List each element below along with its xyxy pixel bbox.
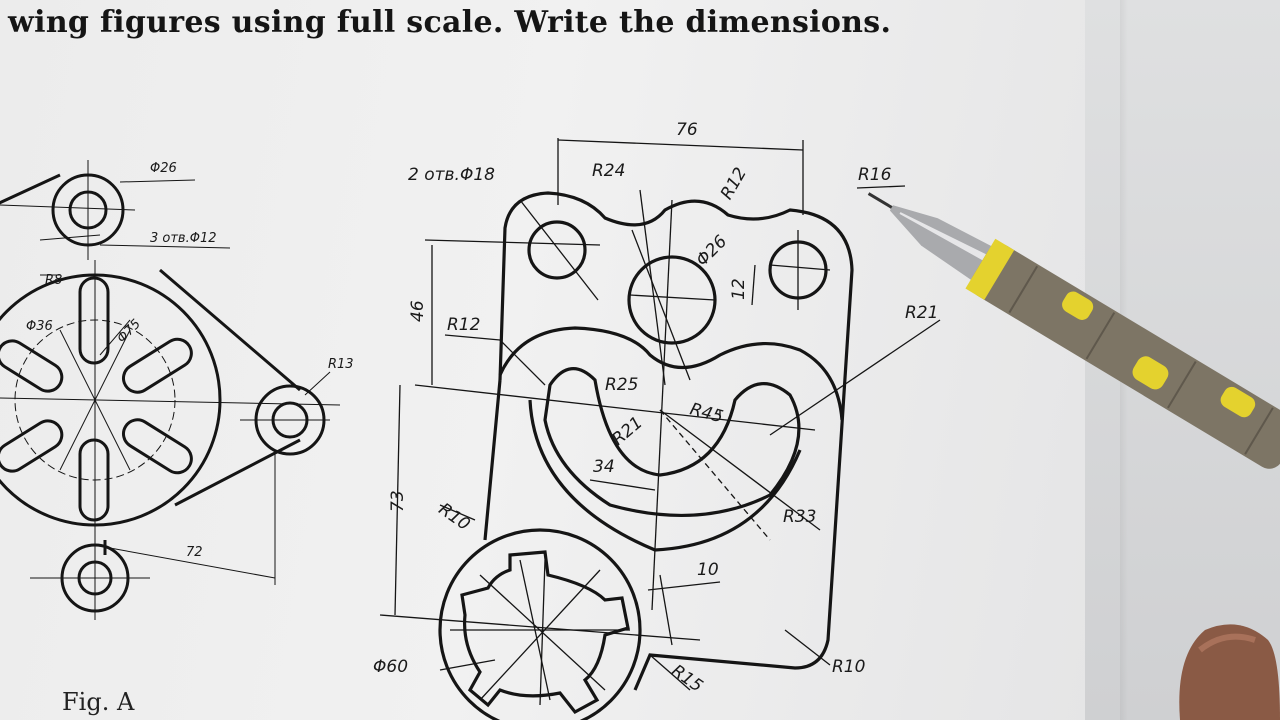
pencil-band-2 (1062, 291, 1094, 320)
dim-2holes-phi18: 2 отв.Φ18 (408, 165, 495, 185)
right-figure-drawing (438, 191, 854, 720)
right-outer-outline (498, 191, 854, 691)
exercise-heading: wing figures using full scale. Write the… (0, 0, 891, 50)
dim-r12-left: R12 (447, 315, 480, 335)
heading-text: wing figures using full scale. Write the… (8, 5, 892, 40)
pencil-lead (867, 192, 894, 210)
right-hole-left (527, 220, 587, 280)
pencil-band-1 (965, 238, 1015, 300)
dim-r10-bottom: R10 (832, 657, 865, 677)
dim-34: 34 (593, 457, 615, 477)
left-slot-lower-left (0, 419, 64, 473)
dim-12: 12 (729, 278, 749, 300)
left-slot-upper-left (0, 339, 64, 393)
dim-left-phi75: Φ75 (114, 317, 144, 347)
dim-46: 46 (408, 300, 428, 322)
left-figure-drawing (0, 160, 341, 620)
left-slot-top (78, 276, 110, 365)
dim-r24: R24 (592, 161, 625, 181)
left-outline-arm-lower (174, 438, 301, 507)
dim-left-r13: R13 (328, 357, 354, 372)
figure-label: Fig. A (62, 688, 135, 716)
dim-r15: R15 (667, 661, 706, 697)
dim-left-r8: R8 (45, 273, 62, 288)
dim-left-phi26: Φ26 (150, 161, 177, 176)
dim-10: 10 (697, 560, 719, 580)
dim-r25: R25 (605, 375, 638, 395)
dim-left-phi36: Φ36 (26, 319, 53, 334)
left-center-lines (0, 160, 341, 620)
right-cutout-upper-wave (498, 326, 844, 421)
right-bottom-gear-profile (460, 550, 630, 715)
left-slot-lower-right (121, 418, 193, 475)
pencil-body (970, 244, 1280, 469)
pencil-band-3 (1132, 356, 1169, 390)
dim-r16: R16 (858, 165, 892, 185)
left-slot-upper-right (121, 337, 193, 394)
dim-left-3holes-phi12: 3 отв.Φ12 (150, 231, 217, 246)
dim-73: 73 (388, 490, 408, 512)
pencil-metal-tip (889, 205, 996, 283)
dim-r12-top: R12 (717, 164, 751, 203)
dim-r33: R33 (783, 507, 816, 527)
mechanical-pencil (867, 192, 1280, 469)
right-inner-u-slot (543, 367, 801, 517)
dim-76: 76 (676, 120, 698, 140)
right-figure-dim-lines (379, 138, 941, 706)
left-slot-bottom (78, 438, 110, 522)
right-hole-center (627, 255, 717, 345)
pencil-band-4 (1220, 386, 1256, 418)
right-figure-dimensions: 76 2 отв.Φ18 R24 R12 R16 Φ26 12 46 R12 R… (373, 120, 938, 697)
pencil-grip-texture (1008, 265, 1274, 455)
right-bottom-circle (438, 528, 642, 720)
right-outline-left-lower (483, 379, 502, 541)
dim-left-72: 72 (186, 545, 203, 560)
left-outline-top (0, 173, 61, 205)
left-outline-arm (159, 268, 301, 392)
dim-r21-right: R21 (905, 303, 938, 323)
dim-phi60: Φ60 (373, 657, 408, 677)
dim-r45: R45 (688, 399, 725, 427)
